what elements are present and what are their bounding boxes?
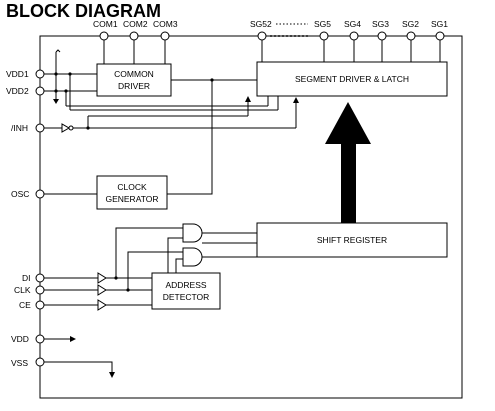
pin-label-vdd1: VDD1 [6,69,29,79]
junction [126,288,130,292]
pin-ce [35,300,45,310]
vdd-arrow [70,336,76,342]
inh-inverter-bubble [68,125,74,131]
pin-label-sg52: SG52 [250,19,272,29]
pin-sg52 [257,31,267,41]
pin-label-sg1: SG1 [431,19,448,29]
pin-vss [35,357,45,367]
pin-vdd1 [35,69,45,79]
wire-vss [44,361,113,374]
and-gate-clock [182,247,203,267]
data-transfer-arrow-shaft [341,143,356,223]
inh-arrow [293,97,299,103]
pin-sg1 [435,31,445,41]
diagram-title: BLOCK DIAGRAM [6,1,161,21]
pin-vdd [35,334,45,344]
pin-vdd2 [35,86,45,96]
pin-label-osc: OSC [11,189,29,199]
pin-label-sg4: SG4 [344,19,361,29]
inh-common-arrow [245,96,251,102]
pin-sg4 [349,31,359,41]
junction [68,72,72,76]
common-driver-label-1: COMMON [114,69,154,79]
wire-clock-to-segment [167,79,257,195]
junction [54,72,58,76]
pin-label-com3: COM3 [153,19,178,29]
pin-label-clk: CLK [14,285,31,295]
vss-arrow [109,372,115,378]
junction [54,89,58,93]
pin-clk [35,285,45,295]
ce-buffer [97,299,107,311]
pin-label-com1: COM1 [93,19,118,29]
data-transfer-arrow-head [325,102,371,144]
segment-driver-latch-block [256,61,448,97]
junction [86,126,90,130]
di-buffer [97,272,107,284]
junction [114,276,118,280]
pin-label-vss: VSS [11,358,28,368]
pin-di [35,273,45,283]
wire-address-to-gate1 [167,237,183,273]
inh-buffer [61,123,71,133]
segment-driver-latch-label: SEGMENT DRIVER & LATCH [295,74,409,84]
and-gate-data [182,223,203,243]
pin-com3 [160,31,170,41]
vdd-rail-top-mark [55,49,61,53]
wire-di-to-gate [115,227,183,278]
pin-label-com2: COM2 [123,19,148,29]
address-detector-label-2: DETECTOR [163,292,210,302]
wire-clk-to-gate [127,251,183,290]
pin-sg2 [406,31,416,41]
pin-com1 [99,31,109,41]
clock-generator-label-2: GENERATOR [105,194,158,204]
pin-sg3 [377,31,387,41]
pin-label-sg2: SG2 [402,19,419,29]
pin-label-vdd2: VDD2 [6,86,29,96]
pin-osc [35,189,45,199]
pin-label-sg3: SG3 [372,19,389,29]
junction [210,78,214,82]
shift-register-label: SHIFT REGISTER [317,235,387,245]
pin-label-inh: /INH [11,123,28,133]
pin-sg5 [319,31,329,41]
pin-label-ce: CE [19,300,31,310]
chip-outline [39,35,463,399]
address-detector-label-1: ADDRESS [165,280,206,290]
clk-buffer [97,284,107,296]
pin-label-di: DI [22,273,31,283]
common-driver-label-2: DRIVER [118,81,150,91]
pin-inh [35,123,45,133]
vdd-rail-arrow [53,99,59,104]
clock-generator-block [96,175,168,210]
pin-label-vdd: VDD [11,334,29,344]
pin-com2 [129,31,139,41]
address-detector-block [151,272,221,310]
junction [64,89,68,93]
wire-address-to-gate2 [175,258,183,273]
pin-label-sg5: SG5 [314,19,331,29]
clock-generator-label-1: CLOCK [117,182,147,192]
